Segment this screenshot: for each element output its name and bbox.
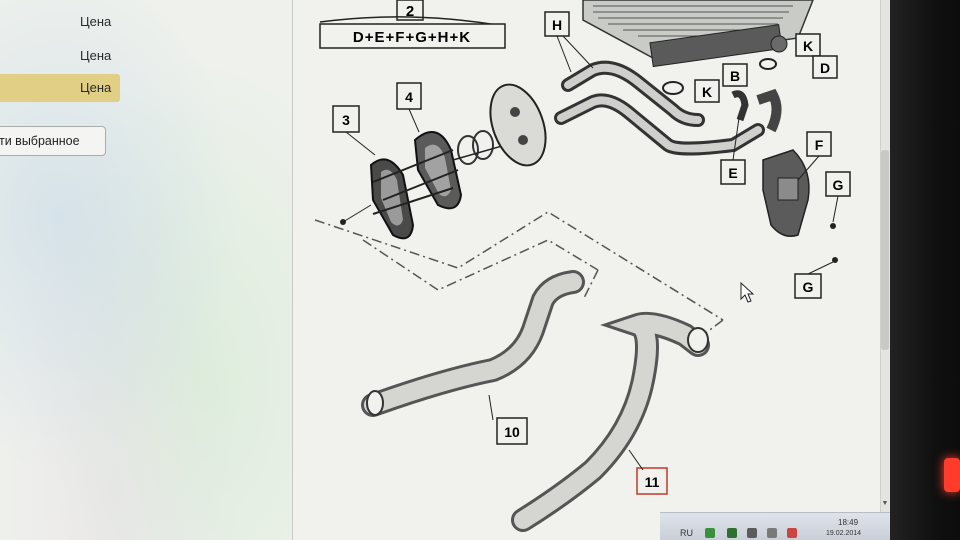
price-row[interactable]: Цена: [0, 8, 120, 36]
pipe-flange[interactable]: [480, 77, 556, 173]
price-row[interactable]: Цена: [0, 42, 120, 70]
callout-10[interactable]: 10: [504, 424, 520, 440]
signal-icon[interactable]: [767, 528, 777, 538]
cursor-arrow-icon: [740, 281, 755, 303]
scroll-down-arrow-icon[interactable]: ▼: [881, 500, 889, 507]
favorites-button[interactable]: ти выбранное: [0, 126, 106, 156]
clock-time[interactable]: 18:49: [838, 518, 859, 527]
monitor-screen: Цена Цена Цена ти выбранное: [0, 0, 890, 540]
heater-radiator[interactable]: [582, 0, 814, 68]
o-ring-small[interactable]: [759, 58, 777, 70]
callout-d[interactable]: D: [820, 60, 830, 76]
callout-k[interactable]: K: [803, 38, 813, 54]
hose-11[interactable]: [511, 311, 710, 532]
scrollbar-thumb[interactable]: [881, 150, 889, 350]
callout-b[interactable]: B: [730, 68, 740, 84]
network-icon[interactable]: [705, 528, 715, 538]
price-label: Цена: [80, 80, 112, 95]
callout-k[interactable]: K: [702, 84, 712, 100]
group-code-label: 2: [406, 3, 414, 20]
parts-diagram: 2 D+E+F+G+H+K 3 4: [293, 0, 881, 540]
callout-g[interactable]: G: [803, 279, 814, 295]
callout-f[interactable]: F: [815, 137, 824, 153]
price-row-selected[interactable]: Цена: [0, 74, 120, 102]
price-label: Цена: [80, 48, 112, 63]
callout-3[interactable]: 3: [342, 112, 350, 128]
monitor-bezel: [890, 0, 960, 540]
callout-h[interactable]: H: [552, 17, 562, 33]
callout-g[interactable]: G: [833, 177, 844, 193]
callout-11[interactable]: 11: [645, 474, 660, 490]
clock-date[interactable]: 19.02.2014: [826, 530, 862, 537]
valve-body[interactable]: [762, 149, 810, 237]
notification-icon[interactable]: [787, 528, 797, 538]
volume-icon[interactable]: [747, 528, 757, 538]
hose-10[interactable]: [361, 270, 585, 417]
left-panel: Цена Цена Цена ти выбранное: [0, 0, 293, 540]
callout-4[interactable]: 4: [405, 89, 413, 105]
price-label: Цена: [80, 14, 112, 29]
diagram-svg: 2 D+E+F+G+H+K 3 4: [314, 0, 851, 532]
flag-icon[interactable]: [727, 528, 737, 538]
clip-seal[interactable]: [457, 130, 494, 165]
gasket-4[interactable]: [413, 131, 463, 210]
gasket-3[interactable]: [369, 158, 415, 240]
language-indicator[interactable]: RU: [680, 528, 693, 538]
power-led: [944, 458, 960, 492]
group-letters-label: D+E+F+G+H+K: [353, 29, 471, 46]
callout-e[interactable]: E: [728, 165, 737, 181]
o-ring[interactable]: [662, 81, 684, 95]
